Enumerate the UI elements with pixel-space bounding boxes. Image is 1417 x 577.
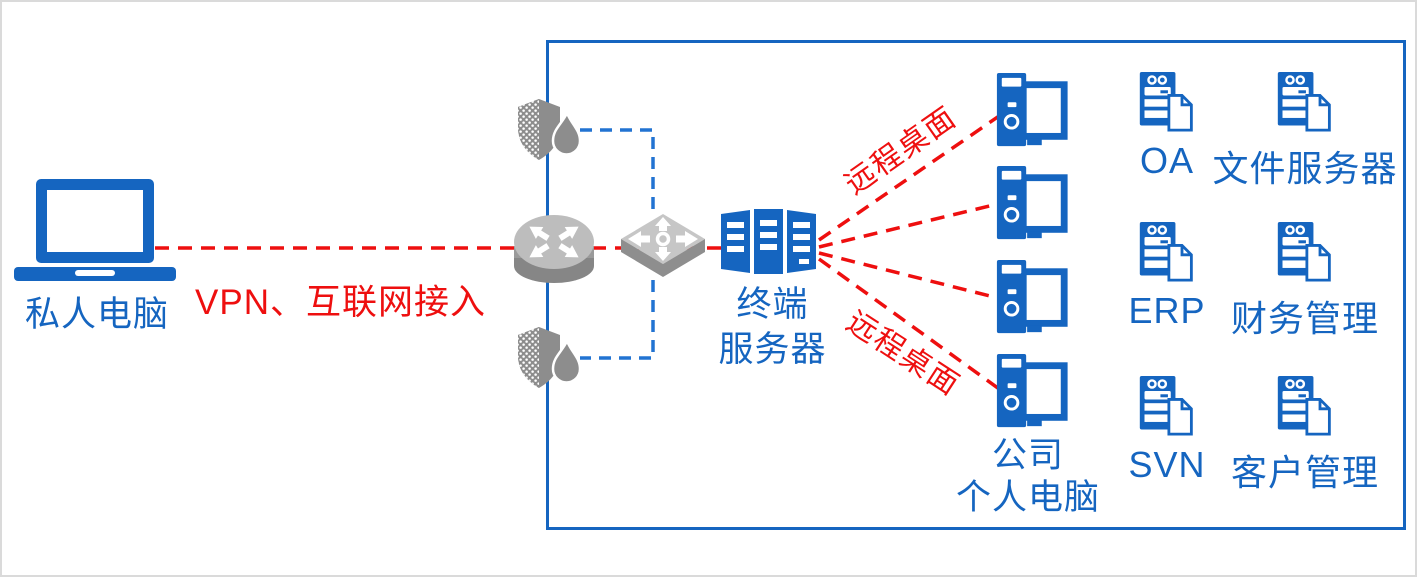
- app-server-icon: [1277, 376, 1333, 436]
- app-server-icon: [1277, 72, 1333, 132]
- desktop-pc-icon: [996, 166, 1069, 244]
- app-server-svn-label: SVN: [1128, 444, 1206, 485]
- switch-node: [619, 212, 707, 282]
- terminal-server-label: 终端 服务器: [695, 282, 850, 372]
- terminal-server-node: [721, 209, 818, 276]
- app-server-customer-label: 客户管理: [1230, 452, 1379, 493]
- company-pc-4: [996, 354, 1069, 432]
- app-server-file: 文件服务器: [1205, 72, 1405, 192]
- company-pc-3: [996, 260, 1069, 338]
- company-pc-1: [996, 73, 1069, 151]
- firewall-bottom-node: [516, 325, 580, 393]
- app-server-icon: [1139, 72, 1195, 132]
- firewall-icon: [516, 325, 580, 393]
- app-server-svn: SVN: [1067, 376, 1267, 486]
- app-server-erp: ERP: [1067, 222, 1267, 332]
- app-server-erp-label: ERP: [1128, 290, 1206, 331]
- private-pc-node: [14, 179, 176, 281]
- terminal-server-icon: [721, 209, 818, 276]
- app-server-icon: [1277, 222, 1333, 282]
- laptop-icon: [14, 179, 176, 281]
- app-server-customer: 客户管理: [1205, 376, 1405, 496]
- terminal-server-label-line1: 终端: [736, 285, 809, 324]
- desktop-pc-icon: [996, 73, 1069, 151]
- desktop-pc-icon: [996, 260, 1069, 338]
- router-icon: [512, 212, 596, 284]
- app-server-oa: OA: [1067, 72, 1267, 182]
- desktop-pc-icon: [996, 354, 1069, 432]
- private-pc-label: 私人电脑: [24, 295, 169, 334]
- company-pcs-label-line2: 个人电脑: [955, 478, 1100, 517]
- app-server-finance: 财务管理: [1205, 222, 1405, 342]
- app-server-icon: [1139, 222, 1195, 282]
- router-node: [512, 212, 596, 284]
- company-pcs-label-line1: 公司: [991, 436, 1064, 475]
- vpn-link-label: VPN、互联网接入: [195, 283, 486, 322]
- app-server-finance-label: 财务管理: [1230, 298, 1379, 339]
- terminal-server-label-line2: 服务器: [718, 330, 827, 369]
- app-server-oa-label: OA: [1139, 140, 1194, 181]
- company-pc-2: [996, 166, 1069, 244]
- firewall-icon: [516, 97, 580, 165]
- app-server-file-label: 文件服务器: [1212, 148, 1398, 189]
- company-pcs-label: 公司 个人电脑: [936, 435, 1120, 519]
- switch-icon: [619, 212, 707, 282]
- firewall-top-node: [516, 97, 580, 165]
- app-server-icon: [1139, 376, 1195, 436]
- company-network-boundary: [546, 40, 1406, 530]
